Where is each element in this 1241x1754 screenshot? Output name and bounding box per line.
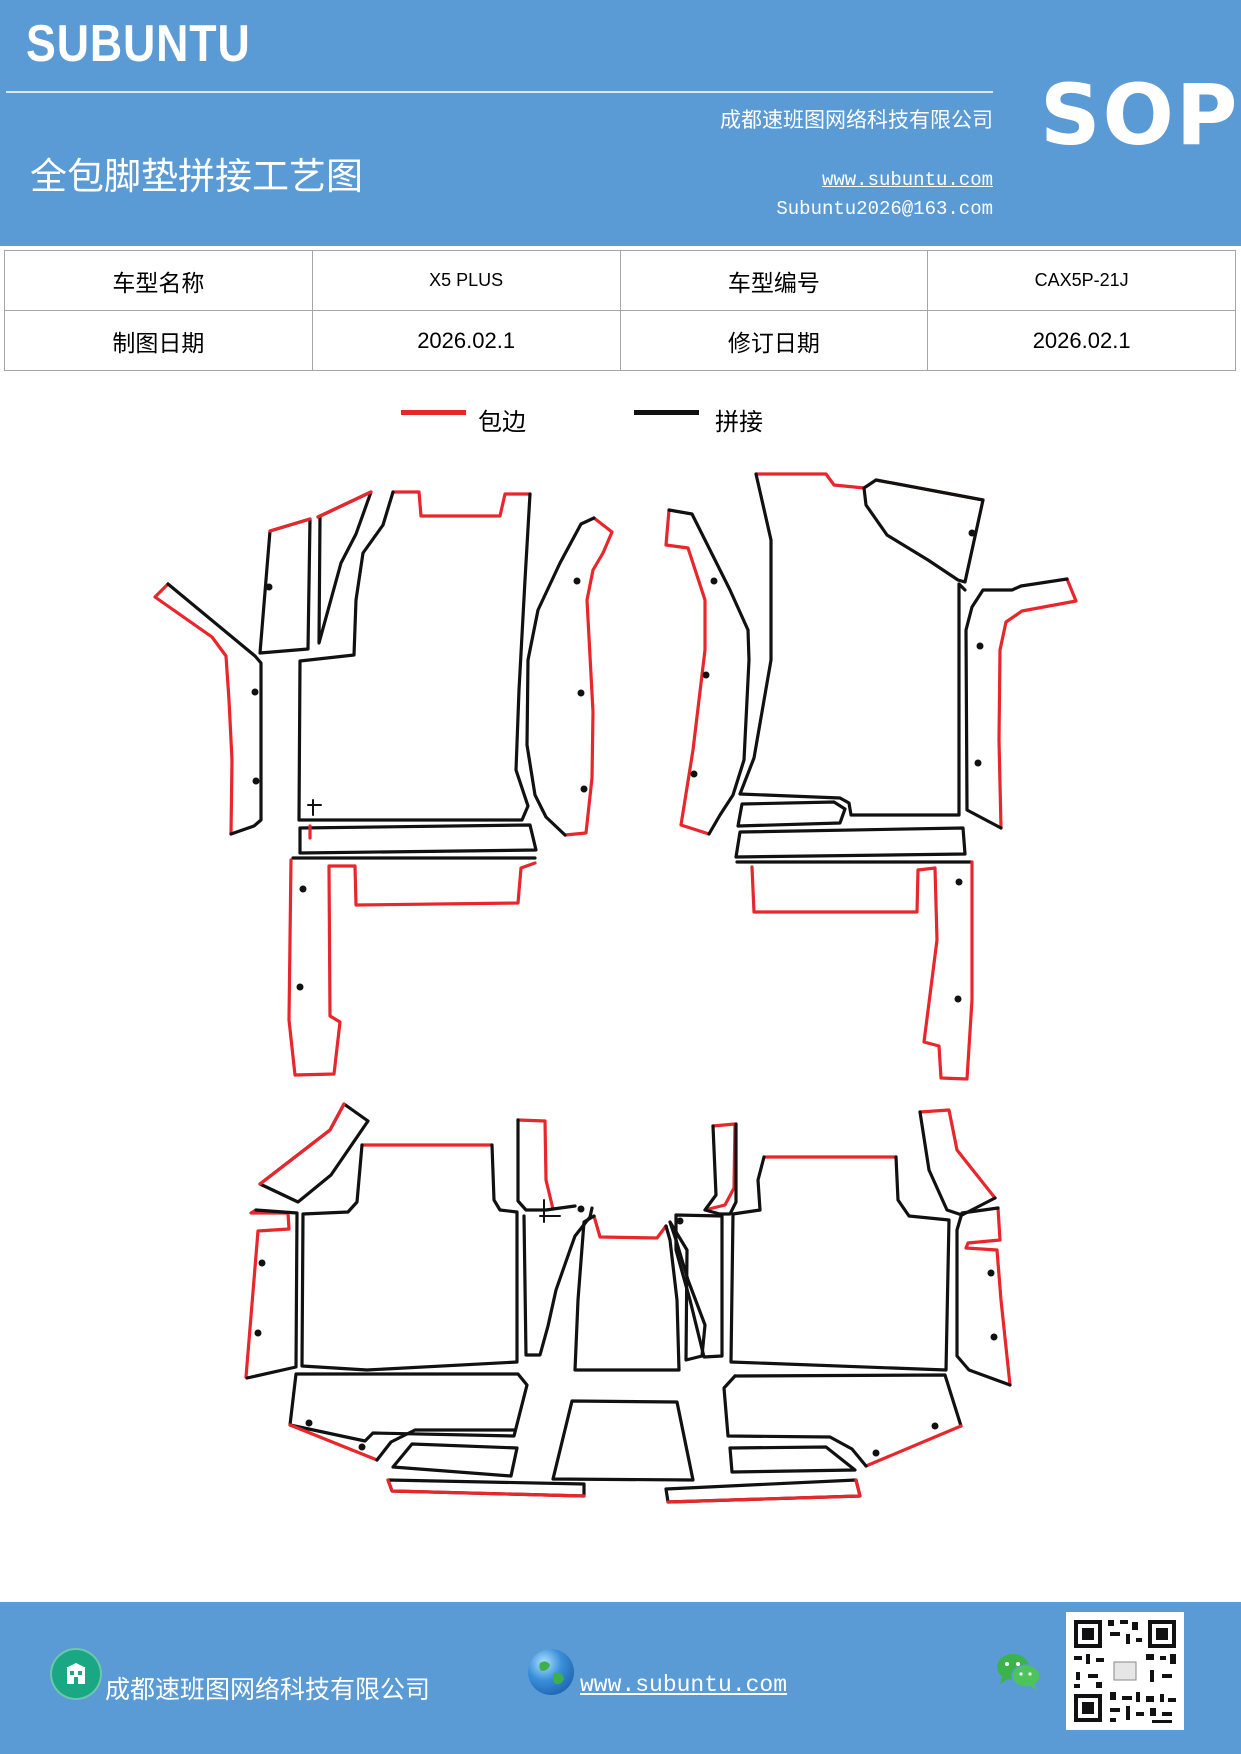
footer-company-name: 成都速班图网络科技有限公司 bbox=[105, 1675, 431, 1704]
mat-piece-rear-right-corner bbox=[918, 1108, 997, 1217]
model-code-label: 车型编号 bbox=[619, 250, 929, 311]
sop-badge: SOP bbox=[1040, 66, 1240, 164]
building-icon bbox=[52, 1650, 100, 1698]
company-name: 成都速班图网络科技有限公司 bbox=[720, 108, 993, 132]
footer-website-link[interactable]: www.subuntu.com bbox=[580, 1672, 788, 1698]
floor-mat-diagram bbox=[153, 472, 1078, 1504]
model-name-value: X5 PLUS bbox=[311, 250, 621, 311]
mat-piece-right-sill bbox=[734, 800, 967, 859]
rivet-dots bbox=[251, 529, 998, 1457]
mat-piece-rear-left-side bbox=[244, 1208, 299, 1380]
qr-code[interactable] bbox=[1066, 1612, 1184, 1730]
draw-date-value: 2026.02.1 bbox=[311, 310, 621, 371]
revise-date-value: 2026.02.1 bbox=[927, 310, 1236, 371]
mat-piece-center-left bbox=[516, 1118, 594, 1357]
table-row: 制图日期 2026.02.1 修订日期 2026.02.1 bbox=[4, 310, 1236, 371]
legend-join-swatch bbox=[634, 410, 699, 415]
mat-piece-rear-center-bottom bbox=[551, 1399, 695, 1482]
model-code-value: CAX5P-21J bbox=[927, 250, 1236, 311]
draw-date-label: 制图日期 bbox=[4, 310, 313, 371]
legend-join-label: 拼接 bbox=[715, 408, 763, 436]
legend-edge-swatch bbox=[401, 410, 466, 415]
mat-piece-rear-bottom-left bbox=[288, 1372, 586, 1498]
wechat-icon[interactable] bbox=[996, 1652, 1042, 1696]
info-table: 车型名称 X5 PLUS 车型编号 CAX5P-21J 制图日期 2026.02… bbox=[4, 250, 1236, 371]
globe-icon bbox=[528, 1649, 574, 1695]
mat-piece-left-side bbox=[525, 516, 614, 837]
mat-piece-center-right bbox=[674, 1122, 738, 1359]
mat-piece-tunnel bbox=[573, 1214, 707, 1372]
model-name-label: 车型名称 bbox=[4, 250, 313, 311]
mat-piece-rear-left-main bbox=[300, 1143, 519, 1372]
website-link[interactable]: www.subuntu.com bbox=[821, 169, 993, 191]
qr-code-image bbox=[1066, 1612, 1184, 1730]
mat-piece-rear-left-corner bbox=[258, 1102, 370, 1204]
mat-piece-main-left bbox=[297, 490, 532, 822]
mat-piece-main-right bbox=[738, 472, 985, 817]
mat-piece-rear-bottom-right bbox=[664, 1373, 963, 1504]
mat-piece-right-strip bbox=[664, 508, 751, 836]
mat-piece-right-lower bbox=[735, 860, 974, 1081]
mat-piece-rear-right-side bbox=[955, 1206, 1012, 1387]
revise-date-label: 修订日期 bbox=[619, 310, 929, 371]
mat-piece-left-lower bbox=[287, 856, 537, 1077]
table-row: 车型名称 X5 PLUS 车型编号 CAX5P-21J bbox=[4, 250, 1236, 311]
mat-piece-left-panel bbox=[258, 490, 373, 655]
mat-piece-left-sill bbox=[298, 823, 538, 855]
header-divider bbox=[6, 91, 993, 93]
mat-piece-right-side bbox=[964, 577, 1078, 830]
document-title: 全包脚垫拼接工艺图 bbox=[30, 155, 363, 198]
mat-piece-left-strip bbox=[153, 582, 263, 836]
mat-piece-rear-right-main bbox=[729, 1155, 951, 1372]
brand-logo: SUBUNTU bbox=[26, 15, 251, 73]
legend-edge-label: 包边 bbox=[478, 408, 526, 436]
email-address[interactable]: Subuntu2026@163.com bbox=[776, 198, 993, 220]
header-banner bbox=[0, 0, 1241, 246]
